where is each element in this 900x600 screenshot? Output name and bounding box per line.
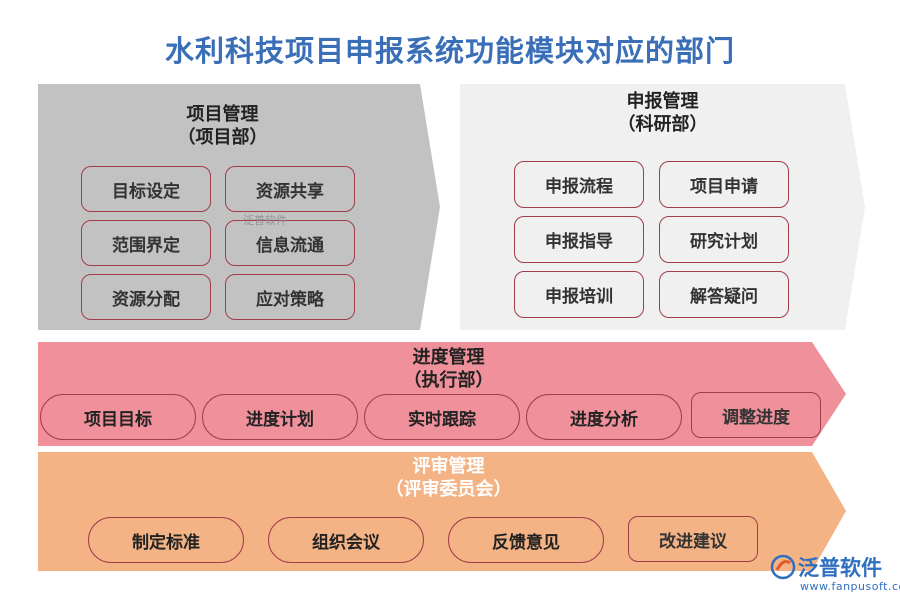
project-heading: 项目管理 （项目部） xyxy=(120,103,325,149)
progress-title: 进度管理 xyxy=(412,347,485,368)
progress-dept: （执行部） xyxy=(403,370,494,391)
fanpu-logo-icon xyxy=(770,554,796,580)
review-item: 改进建议 xyxy=(628,516,758,562)
project-item: 信息流通 xyxy=(225,220,355,266)
fanpu-logo: 泛普软件 www.fanpusoft.com xyxy=(770,552,900,597)
progress-heading: 进度管理 （执行部） xyxy=(346,346,551,392)
declare-dept: （科研部） xyxy=(617,114,708,135)
review-item: 反馈意见 xyxy=(448,517,604,563)
project-item: 资源共享 xyxy=(225,166,355,212)
project-item: 范围界定 xyxy=(81,220,211,266)
project-dept: （项目部） xyxy=(177,127,268,148)
logo-name: 泛普软件 xyxy=(798,556,882,580)
review-item: 制定标准 xyxy=(88,517,244,563)
declare-item: 解答疑问 xyxy=(659,271,789,318)
progress-item: 调整进度 xyxy=(691,392,821,438)
review-heading: 评审管理 （评审委员会） xyxy=(336,455,561,501)
declare-title: 申报管理 xyxy=(626,91,699,112)
project-title: 项目管理 xyxy=(186,104,259,125)
project-item: 应对策略 xyxy=(225,274,355,320)
progress-item: 实时跟踪 xyxy=(364,394,520,440)
declare-item: 项目申请 xyxy=(659,161,789,208)
logo-url: www.fanpusoft.com xyxy=(800,580,900,593)
declare-item: 研究计划 xyxy=(659,216,789,263)
project-item: 资源分配 xyxy=(81,274,211,320)
declare-heading: 申报管理 （科研部） xyxy=(560,90,765,136)
review-dept: （评审委员会） xyxy=(385,479,512,500)
progress-item: 进度分析 xyxy=(526,394,682,440)
progress-item: 进度计划 xyxy=(202,394,358,440)
review-title: 评审管理 xyxy=(412,456,485,477)
project-band xyxy=(38,84,440,330)
project-item: 目标设定 xyxy=(81,166,211,212)
progress-item: 项目目标 xyxy=(40,394,196,440)
declare-item: 申报流程 xyxy=(514,161,644,208)
review-item: 组织会议 xyxy=(268,517,424,563)
declare-item: 申报指导 xyxy=(514,216,644,263)
page-title: 水利科技项目申报系统功能模块对应的部门 xyxy=(164,34,735,68)
watermark-text: 泛普软件 xyxy=(243,214,287,227)
declare-item: 申报培训 xyxy=(514,271,644,318)
declare-band xyxy=(460,84,865,330)
